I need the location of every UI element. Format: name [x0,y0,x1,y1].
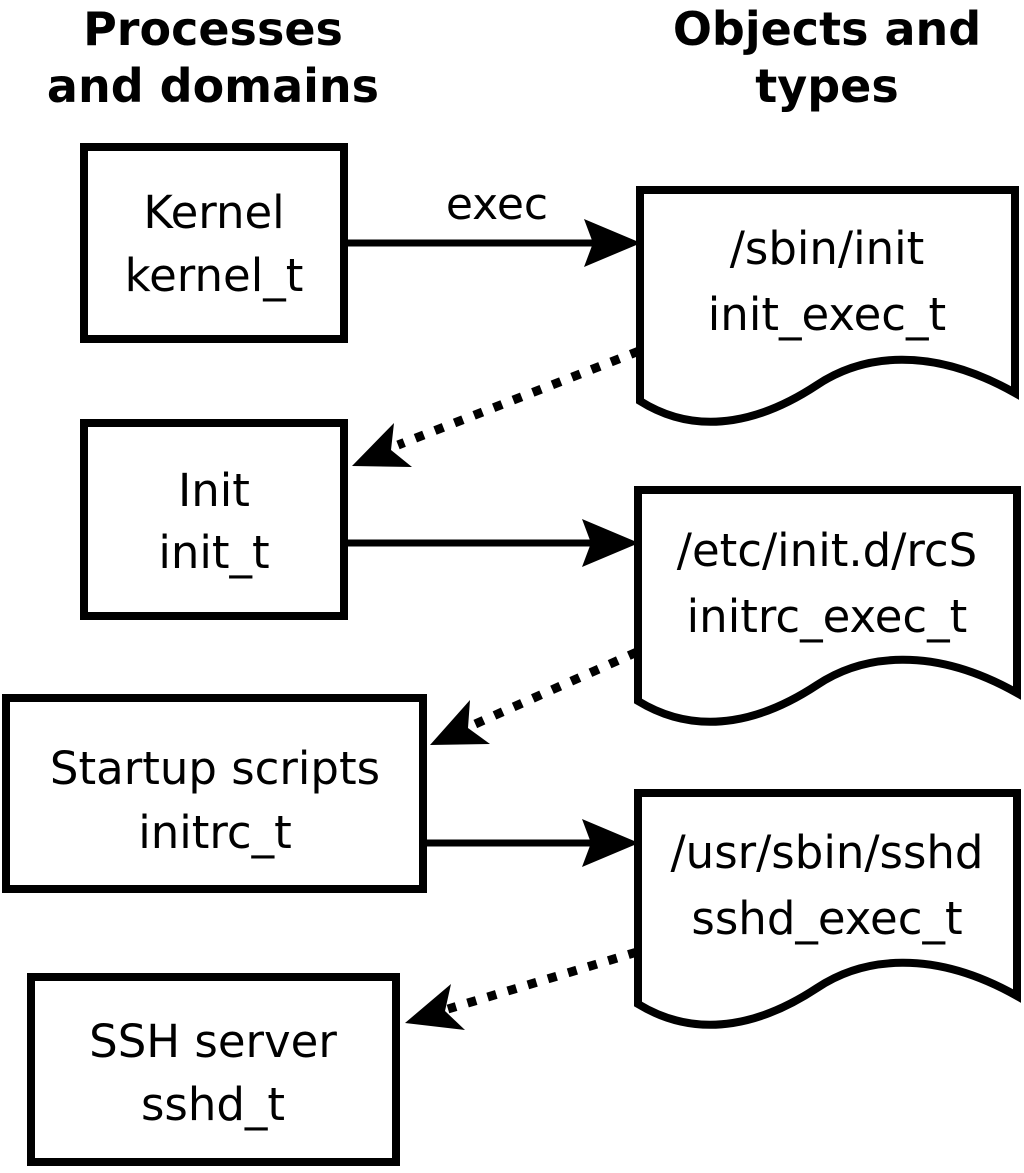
left-column-header: Processes and domains [47,2,379,113]
dotted-arrow-2-line [471,647,639,730]
solid-arrow-init-to-etc-initd-rcs [348,519,639,567]
ssh-server-box-name: SSH server [89,1015,337,1068]
init-box-domain: init_t [158,526,269,579]
startup-scripts-box-rect [2,694,427,893]
solid-arrow-2-head [582,519,639,567]
right-header-line2: types [755,59,898,113]
left-header-line2: and domains [47,59,379,113]
dotted-arrow-2-head [430,700,490,745]
sbin-init-document-shape [636,186,1019,426]
init-box: Init init_t [80,419,348,620]
usr-sbin-sshd-document-type: sshd_exec_t [691,892,962,945]
sbin-init-document-type: init_exec_t [708,288,946,341]
dotted-arrow-3-head [405,984,465,1030]
sbin-init-document-path: /sbin/init [730,222,925,275]
startup-scripts-box: Startup scripts initrc_t [2,694,427,893]
right-column-header: Objects and types [673,2,981,113]
ssh-server-box-rect [27,973,400,1166]
left-header-line1: Processes [83,2,343,56]
etc-initd-rcs-document-path: /etc/init.d/rcS [677,524,977,577]
dotted-arrow-1-line [396,346,641,450]
solid-arrow-kernel-to-sbin-init: exec [348,179,641,267]
sbin-init-document: /sbin/init init_exec_t [636,186,1019,426]
exec-edge-label: exec [446,179,548,230]
kernel-box-domain: kernel_t [125,249,304,302]
usr-sbin-sshd-document-shape [634,789,1021,1029]
dotted-arrow-etc-initd-rcs-to-startup-scripts [430,647,639,745]
etc-initd-rcs-document-type: initrc_exec_t [687,590,968,643]
usr-sbin-sshd-document-path: /usr/sbin/sshd [671,826,984,879]
solid-arrow-3-head [582,819,639,867]
etc-initd-rcs-document-shape [634,486,1021,726]
right-header-line1: Objects and [673,2,981,56]
kernel-box-name: Kernel [143,186,284,239]
startup-scripts-box-domain: initrc_t [138,806,292,859]
ssh-server-box: SSH server sshd_t [27,973,400,1166]
dotted-arrow-1-head [352,423,412,467]
kernel-box: Kernel kernel_t [80,143,348,343]
ssh-server-box-domain: sshd_t [141,1078,285,1131]
etc-initd-rcs-document: /etc/init.d/rcS initrc_exec_t [634,486,1021,726]
startup-scripts-box-name: Startup scripts [50,742,380,795]
dotted-arrow-sbin-init-to-init [352,346,641,467]
solid-arrow-1-head [584,219,641,267]
solid-arrow-startup-scripts-to-usr-sbin-sshd [427,819,639,867]
init-box-name: Init [178,464,250,517]
usr-sbin-sshd-document: /usr/sbin/sshd sshd_exec_t [634,789,1021,1029]
init-box-rect [80,419,348,620]
dotted-arrow-usr-sbin-sshd-to-ssh-server [405,947,639,1030]
dotted-arrow-3-line [446,947,639,1014]
kernel-box-rect [80,143,348,343]
